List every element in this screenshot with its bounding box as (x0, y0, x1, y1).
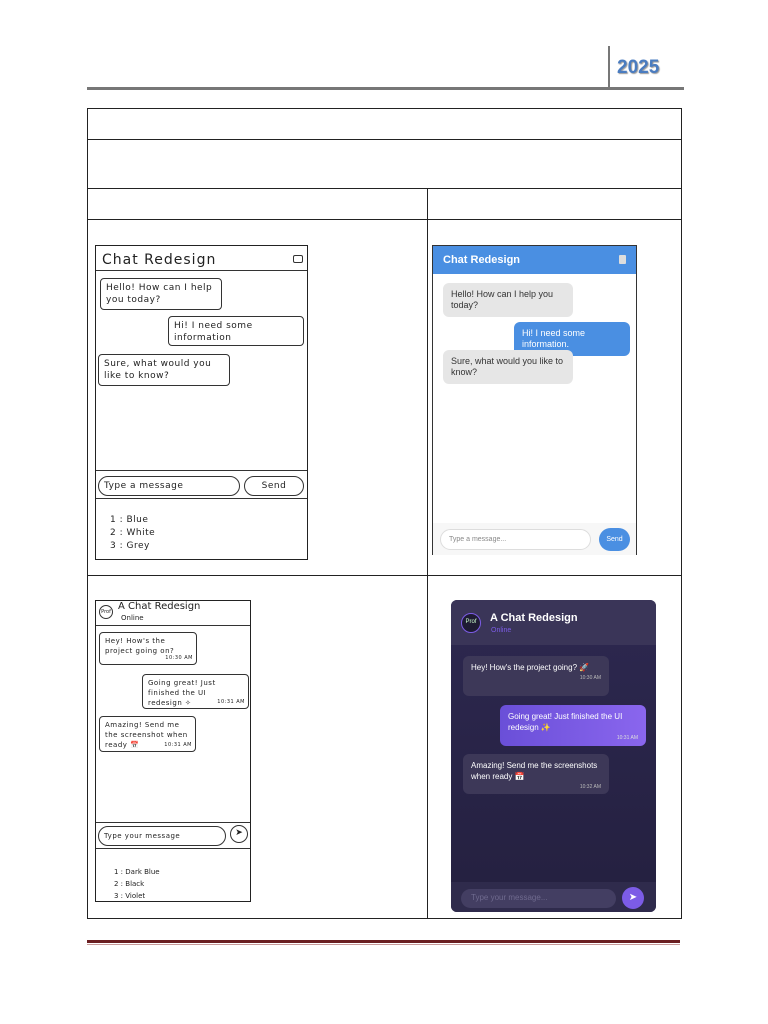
legend-item: 3 : Grey (110, 541, 150, 551)
header-year: 2025 (617, 57, 660, 78)
sketch-message-in: Amazing! Send me the screenshot when rea… (99, 716, 196, 752)
sketch-message-in: Sure, what would you like to know? (98, 354, 230, 386)
sketch-title: Chat Redesign (102, 252, 217, 268)
legend-item: 3 : Violet (114, 892, 146, 900)
send-button[interactable]: Send (599, 528, 630, 551)
clipboard-icon[interactable] (619, 255, 626, 264)
sketch-title: A Chat Redesign (118, 601, 201, 612)
legend-item: 2 : Black (114, 880, 145, 888)
message-input[interactable]: Type your message... (461, 889, 616, 908)
legend-item: 1 : Dark Blue (114, 868, 160, 876)
sketch-message-in: Hey! How's the project going on?10:30 AM (99, 632, 197, 665)
avatar: Prof (461, 613, 481, 633)
sketch-message-out: Hi! I need some information (168, 316, 304, 346)
chat-ui-light: Chat Redesign Hello! How can I help you … (432, 245, 637, 555)
message-input[interactable]: Type a message... (440, 529, 591, 550)
message-out: Going great! Just finished the UI redesi… (500, 705, 646, 746)
chat-title: Chat Redesign (443, 254, 521, 266)
sketch-color-legend: 1 : Dark Blue 2 : Black 3 : Violet (114, 866, 160, 902)
sketch-status: Online (121, 614, 144, 622)
message-in: Hello! How can I help you today? (443, 283, 573, 317)
message-in: Amazing! Send me the screenshots when re… (463, 754, 609, 794)
send-icon[interactable]: ➤ (622, 887, 644, 909)
legend-item: 2 : White (110, 528, 156, 538)
chat-header: Prof A Chat Redesign Online (451, 600, 656, 645)
design-table (87, 108, 682, 919)
footer-rule (87, 940, 680, 943)
input-bar: Type a message... Send (433, 523, 636, 555)
message-in: Sure, what would you like to know? (443, 350, 573, 384)
sketch-chat-redesign: Chat Redesign Hello! How can I help you … (95, 245, 308, 560)
message-in: Hey! How's the project going? 🚀10:30 AM (463, 656, 609, 696)
sketch-message-input: Type a message (98, 476, 240, 496)
sketch-avatar: Prof (99, 605, 113, 619)
sketch-message-out: Going great! Just finished the UI redesi… (142, 674, 249, 709)
status-online: Online (491, 627, 512, 634)
sketch-color-legend: 1 : Blue 2 : White 3 : Grey (110, 514, 155, 553)
sketch-a-chat-redesign: Prof A Chat Redesign Online Hey! How's t… (95, 600, 251, 902)
sketch-message-in: Hello! How can I help you today? (100, 278, 222, 310)
sketch-send-button: Send (244, 476, 304, 496)
header-divider (608, 46, 610, 88)
header-rule (87, 87, 684, 90)
chat-title: A Chat Redesign (490, 612, 578, 624)
input-bar: Type your message... ➤ (451, 882, 656, 912)
legend-item: 1 : Blue (110, 515, 149, 525)
menu-icon (293, 255, 303, 263)
sketch-send-icon: ➤ (230, 825, 248, 843)
chat-header: Chat Redesign (433, 246, 636, 274)
sketch-message-input: Type your message (98, 826, 226, 846)
chat-ui-dark: Prof A Chat Redesign Online Hey! How's t… (451, 600, 656, 912)
